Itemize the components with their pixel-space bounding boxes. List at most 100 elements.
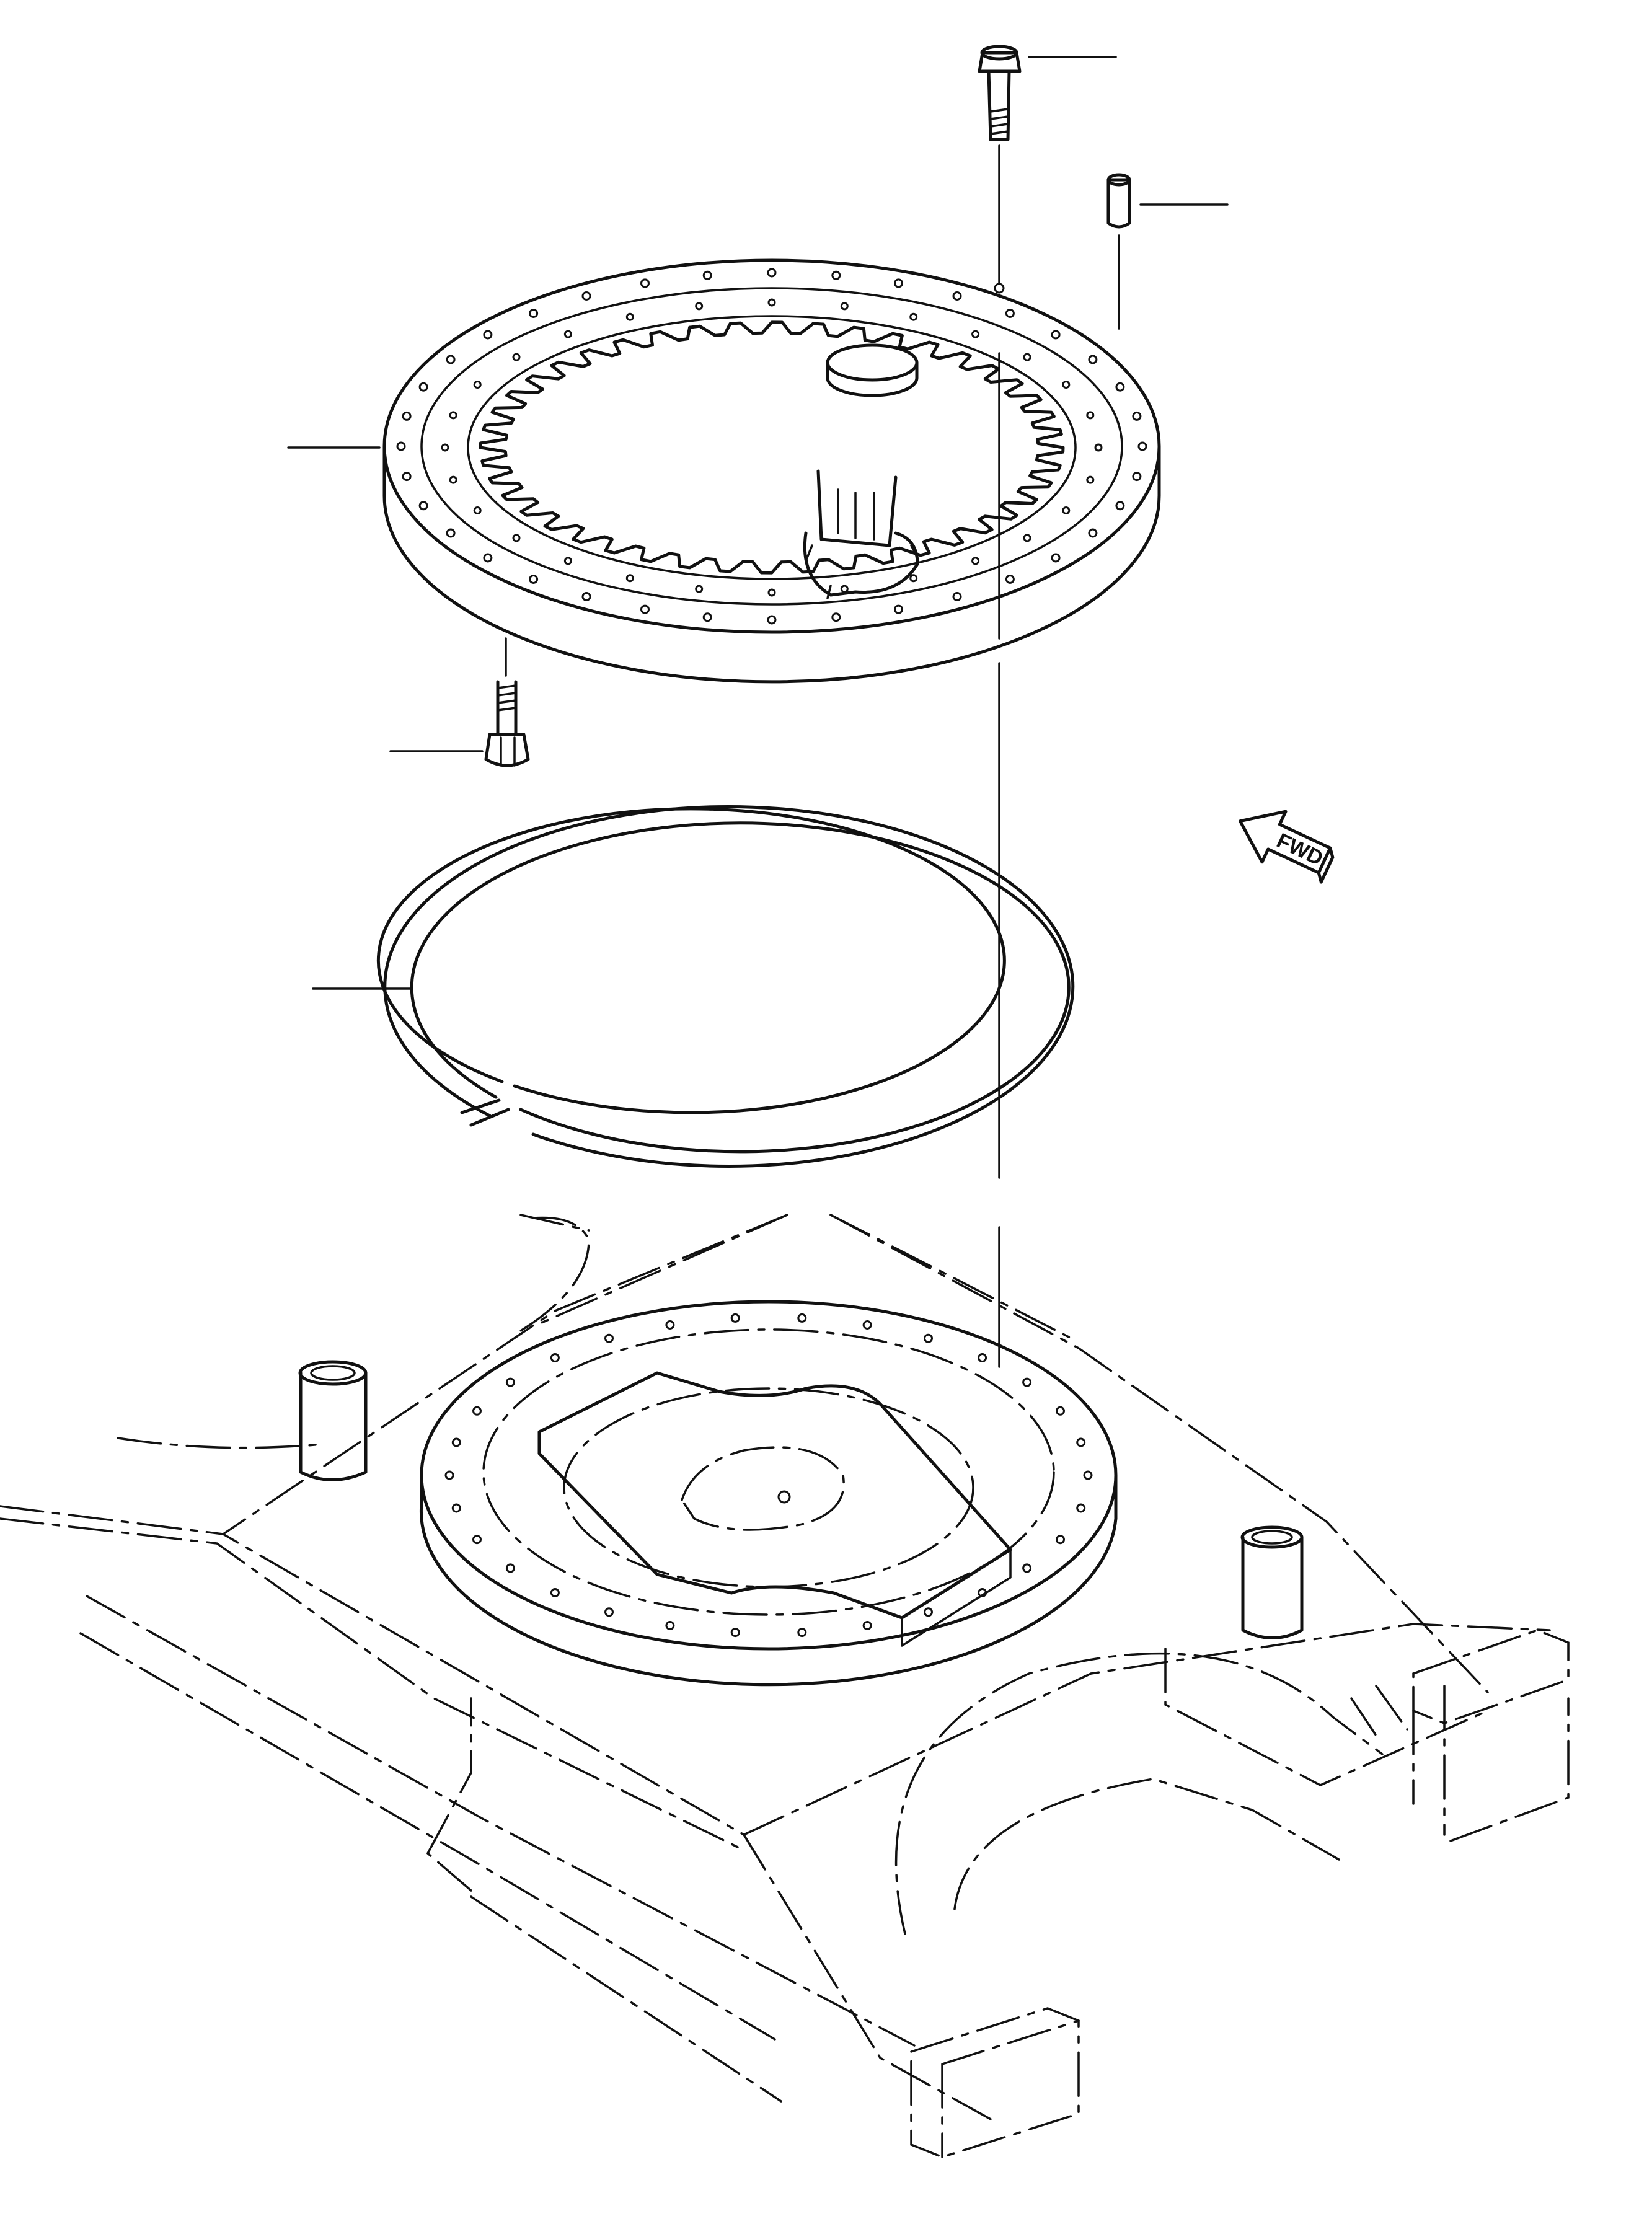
bolt-hole — [767, 588, 776, 597]
bolt-hole — [952, 291, 962, 301]
bolt-hole — [924, 1607, 933, 1617]
bolt-hole — [840, 585, 849, 593]
bolt-hole — [444, 1470, 454, 1480]
bolt-hole — [1056, 1406, 1065, 1416]
bolt-hole — [1086, 475, 1095, 484]
bolt-hole — [1115, 382, 1125, 392]
bolt-hole — [640, 278, 650, 288]
bolt-hole — [402, 472, 412, 482]
bolt-hole — [767, 298, 776, 307]
bolt-hole — [418, 501, 428, 511]
bolt-hole — [1088, 528, 1098, 538]
bolt-hole — [730, 1628, 740, 1638]
bolt-hole — [402, 411, 412, 421]
bolt-hole — [1023, 353, 1031, 361]
bolt-hole — [1083, 1470, 1093, 1480]
bolt-hole — [1088, 355, 1098, 364]
bolt-hole — [767, 615, 777, 625]
bolt-hole — [894, 278, 903, 288]
bolt-hole — [797, 1628, 807, 1638]
seal-ring-icon — [376, 805, 1075, 1168]
bolt-hole — [563, 557, 572, 565]
bolt-hole — [695, 302, 704, 311]
bolt-hole — [978, 1353, 987, 1362]
bolt-hole — [1022, 1377, 1032, 1387]
bolt-hole — [512, 353, 521, 361]
bolt-hole — [1062, 381, 1071, 389]
bolt-hole — [1086, 411, 1095, 420]
bolt-hole — [505, 1377, 515, 1387]
bolt-hole — [550, 1353, 560, 1362]
bolt-hole — [604, 1333, 614, 1343]
bolt-hole — [1094, 443, 1103, 452]
forward-direction-arrow-icon: FWD — [1239, 810, 1335, 884]
leader-lines — [287, 446, 413, 990]
gear-teeth — [479, 320, 1065, 575]
bolt-hole — [695, 585, 704, 593]
bolt-hole — [952, 592, 962, 601]
bolt-hole — [483, 553, 493, 563]
bolt-hole — [862, 1621, 872, 1630]
bolt-hole — [451, 1437, 461, 1447]
hex-bolt-icon — [389, 637, 530, 767]
bolt-hole — [1022, 1563, 1032, 1573]
bolt-hole — [581, 291, 591, 301]
bolt-hole — [604, 1607, 614, 1617]
bolt-hole — [473, 506, 482, 514]
bolt-hole — [1115, 501, 1125, 511]
hex-bolt-icon — [978, 45, 1117, 141]
pinion-gear-icon — [803, 343, 919, 599]
bolt-hole — [924, 1333, 933, 1343]
bolt-hole — [563, 330, 572, 338]
bolt-hole — [1056, 1535, 1065, 1545]
bolt-hole — [1023, 534, 1031, 542]
bolt-hole — [550, 1588, 560, 1597]
lower-frame-icon — [0, 1214, 1570, 2158]
bolt-hole — [505, 1563, 515, 1573]
bolt-hole — [1132, 472, 1142, 482]
bolt-hole — [702, 270, 712, 280]
bolt-hole — [396, 441, 406, 451]
bolt-hole — [1005, 575, 1015, 584]
bolt-hole — [909, 312, 918, 321]
bolt-hole — [702, 612, 712, 622]
bolt-hole — [1137, 441, 1147, 451]
bolt-hole — [640, 604, 650, 614]
bolt-hole — [581, 592, 591, 601]
bolt-hole — [1076, 1437, 1086, 1447]
bolt-hole — [418, 382, 428, 392]
dowel-pin-icon — [1106, 173, 1229, 330]
bolt-hole — [840, 302, 849, 311]
bolt-hole — [449, 475, 457, 484]
bolt-hole — [730, 1313, 740, 1323]
bolt-hole — [971, 557, 980, 565]
bolt-hole — [1051, 553, 1061, 563]
bolt-hole — [767, 268, 777, 278]
bolt-hole — [1005, 309, 1015, 318]
bolt-hole — [797, 1313, 807, 1323]
bolt-hole — [1132, 411, 1142, 421]
bolt-hole — [446, 355, 456, 364]
swing-bearing-ring-icon — [382, 258, 1161, 684]
bolt-hole — [909, 574, 918, 583]
bolt-hole — [473, 381, 482, 389]
bolt-hole — [472, 1535, 482, 1545]
bolt-hole — [971, 330, 980, 338]
bolt-hole — [894, 604, 903, 614]
bolt-hole — [449, 411, 457, 420]
bolt-hole — [665, 1621, 675, 1630]
bolt-hole — [831, 612, 841, 622]
bolt-hole — [831, 270, 841, 280]
bolt-hole — [529, 575, 539, 584]
bolt-hole — [1076, 1503, 1086, 1513]
bolt-hole — [451, 1503, 461, 1513]
bolt-hole — [446, 528, 456, 538]
bolt-hole — [483, 330, 493, 340]
bolt-hole — [529, 309, 539, 318]
bolt-hole — [512, 534, 521, 542]
bolt-hole — [1062, 506, 1071, 514]
bolt-hole — [665, 1320, 675, 1330]
bolt-hole — [1051, 330, 1061, 340]
bolt-hole — [472, 1406, 482, 1416]
